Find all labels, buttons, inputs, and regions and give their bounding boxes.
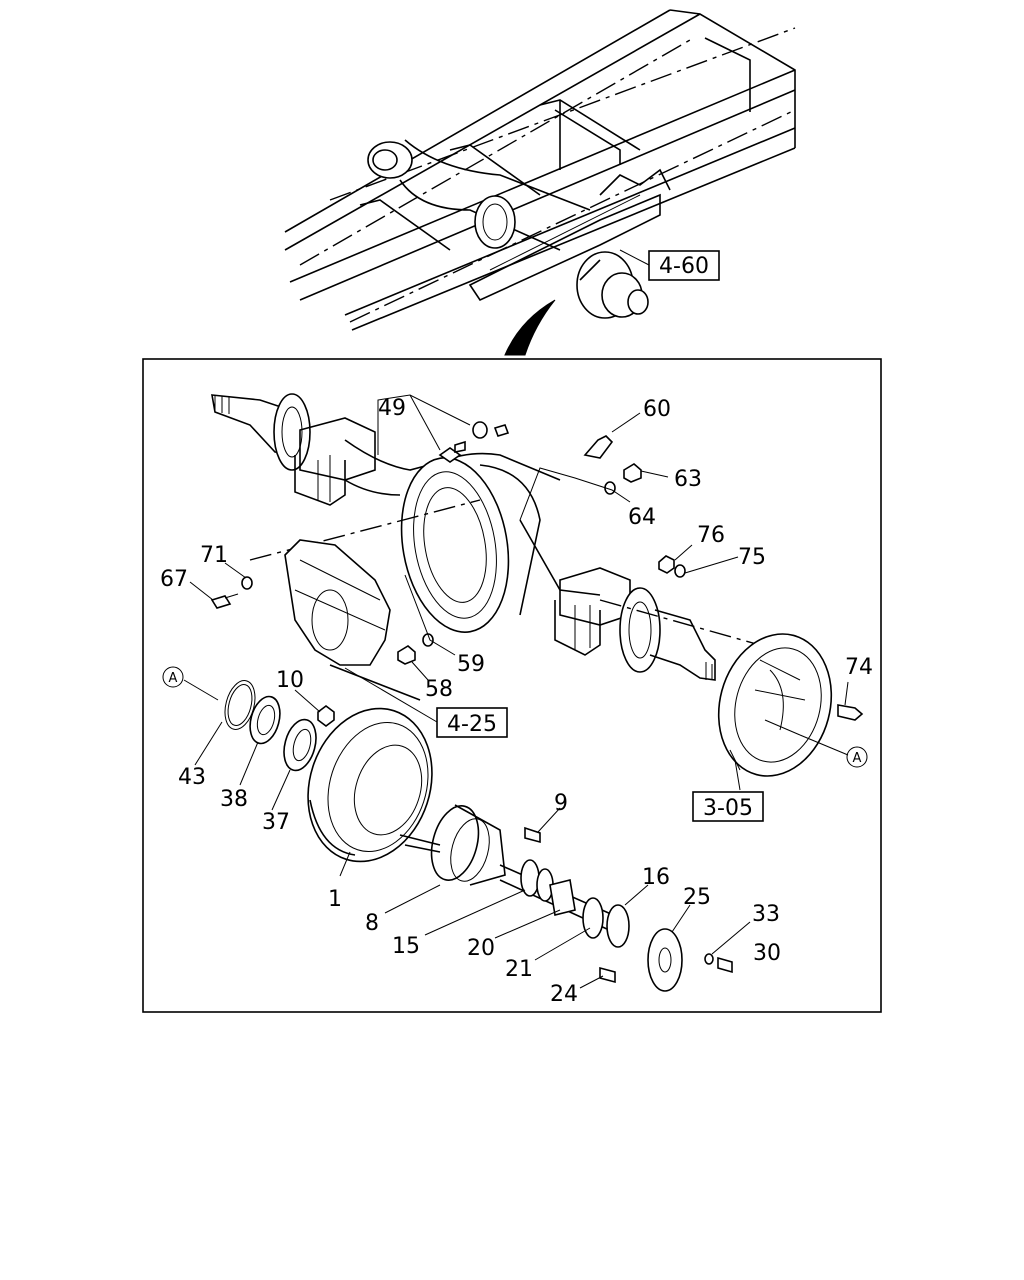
callout-74: 74 bbox=[845, 655, 873, 680]
chassis-frame-overview bbox=[284, 9, 796, 331]
callout-49: 49 bbox=[378, 396, 406, 421]
differential-carrier bbox=[284, 539, 421, 701]
callout-24: 24 bbox=[550, 982, 578, 1007]
callout-58: 58 bbox=[425, 677, 453, 702]
callout-64: 64 bbox=[628, 505, 656, 530]
callout-30: 30 bbox=[753, 941, 781, 966]
part-callouts: 49 60 63 64 76 75 71 67 59 58 74 10 43 3… bbox=[160, 396, 873, 1007]
marker-a-left: A bbox=[162, 666, 184, 688]
ref-label-4-25: 4-25 bbox=[447, 712, 497, 737]
leader-lines bbox=[183, 394, 849, 989]
drum-hub-assembly bbox=[224, 680, 733, 992]
callout-71: 71 bbox=[200, 543, 228, 568]
marker-a-right: A bbox=[846, 746, 868, 768]
callout-15: 15 bbox=[392, 934, 420, 959]
callout-25: 25 bbox=[683, 885, 711, 910]
callout-60: 60 bbox=[643, 397, 671, 422]
detail-frame bbox=[142, 358, 882, 1013]
callout-21: 21 bbox=[505, 957, 533, 982]
ref-label-3-05: 3-05 bbox=[703, 796, 753, 821]
marker-a-left-label: A bbox=[169, 671, 178, 686]
callout-20: 20 bbox=[467, 936, 495, 961]
callout-10: 10 bbox=[276, 668, 304, 693]
ref-label-4-60: 4-60 bbox=[659, 254, 709, 279]
callout-8: 8 bbox=[365, 911, 379, 936]
ref-box-4-60: 4-60 bbox=[619, 249, 720, 281]
callout-75: 75 bbox=[738, 545, 766, 570]
ref-box-3-05: 3-05 bbox=[692, 791, 764, 822]
callout-37: 37 bbox=[262, 810, 290, 835]
marker-a-right-label: A bbox=[853, 751, 862, 766]
ref-box-4-25: 4-25 bbox=[344, 667, 508, 738]
detail-arrow bbox=[504, 299, 556, 356]
callout-33: 33 bbox=[752, 902, 780, 927]
callout-43: 43 bbox=[178, 765, 206, 790]
callout-38: 38 bbox=[220, 787, 248, 812]
callout-67: 67 bbox=[160, 567, 188, 592]
brake-assembly bbox=[717, 633, 833, 777]
callout-59: 59 bbox=[457, 652, 485, 677]
axle-housing bbox=[211, 393, 761, 681]
small-hardware bbox=[210, 421, 864, 721]
callout-63: 63 bbox=[674, 467, 702, 492]
callout-1: 1 bbox=[328, 887, 342, 912]
callout-76: 76 bbox=[697, 523, 725, 548]
callout-16: 16 bbox=[642, 865, 670, 890]
callout-9: 9 bbox=[554, 791, 568, 816]
